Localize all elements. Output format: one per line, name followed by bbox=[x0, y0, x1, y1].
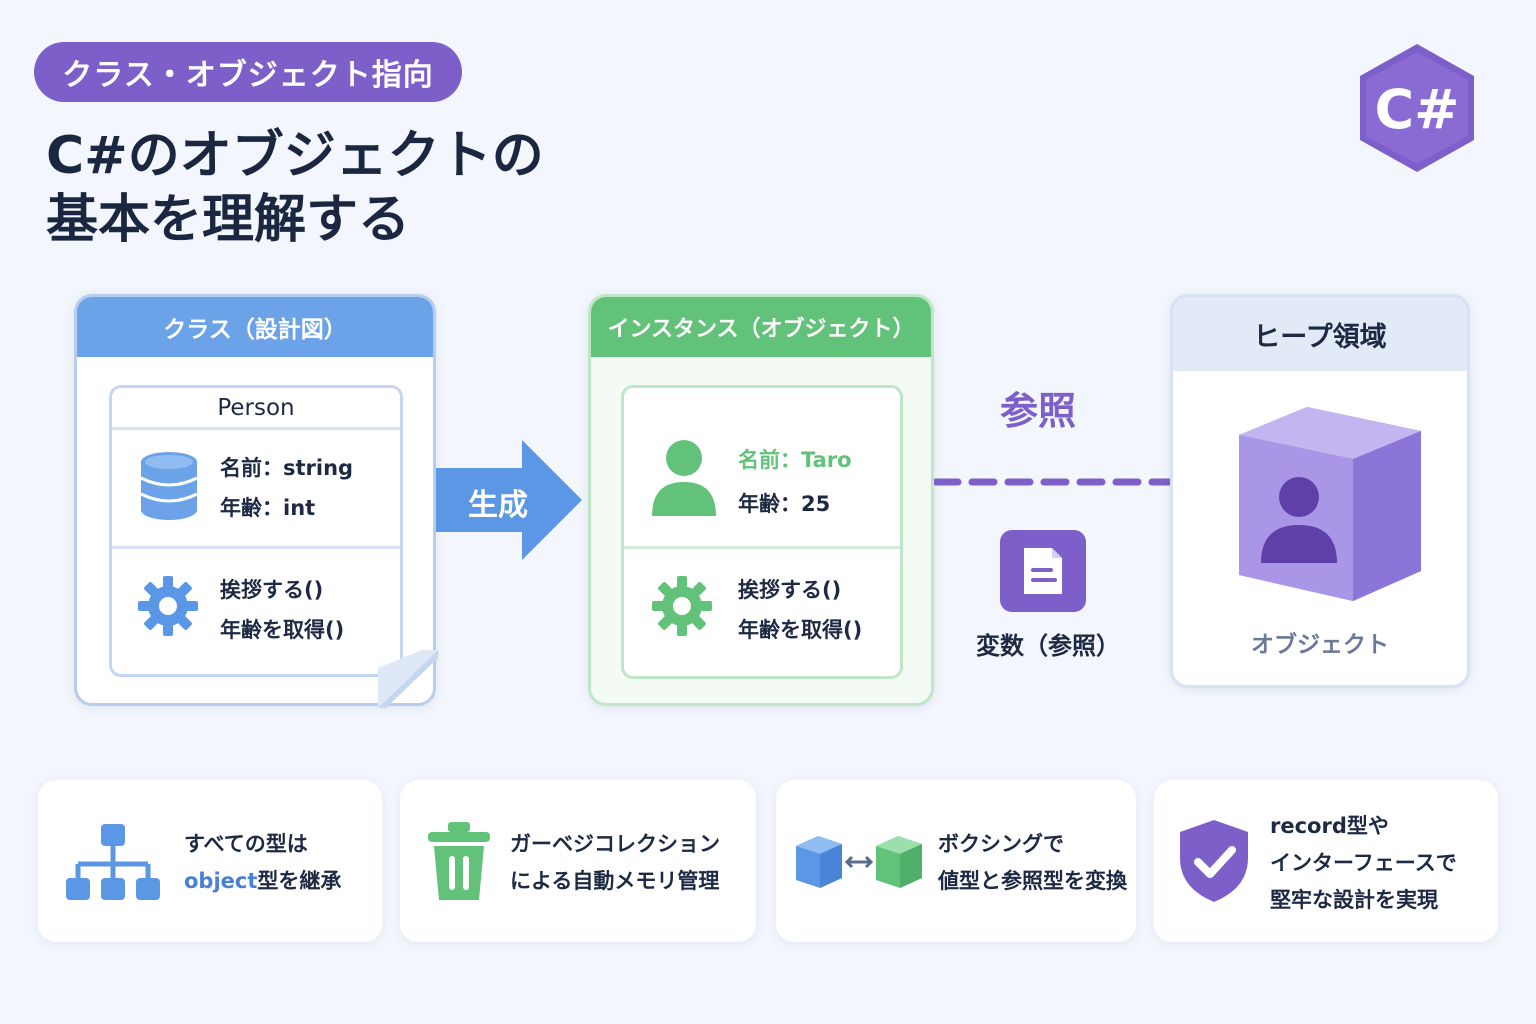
variable-icon bbox=[1000, 530, 1086, 612]
generate-label: 生成 bbox=[468, 488, 528, 523]
feature-gc-line-2: による自動メモリ管理 bbox=[510, 869, 720, 893]
feature-gc-text: ガーベジコレクション による自動メモリ管理 bbox=[510, 826, 720, 900]
feature-card-gc: ガーベジコレクション による自動メモリ管理 bbox=[400, 780, 756, 942]
feature-inheritance-line-1: すべての型は bbox=[184, 832, 308, 856]
hierarchy-icon bbox=[66, 824, 160, 900]
shield-check-icon bbox=[1180, 820, 1248, 902]
feature-card-inheritance: すべての型は object型を継承 bbox=[38, 780, 382, 942]
class-card: Person 名前：string 年齢：int bbox=[109, 385, 403, 677]
feature-inheritance-line-2: object型を継承 bbox=[184, 863, 341, 900]
feature-record-line-2: インターフェースで bbox=[1270, 851, 1457, 875]
class-field-name: 名前：string bbox=[220, 456, 354, 480]
heap-object-label: オブジェクト bbox=[1251, 632, 1389, 658]
feature-boxing-line-2: 値型と参照型を変換 bbox=[938, 869, 1127, 893]
feature-inheritance-line-2-rest: 型を継承 bbox=[257, 869, 342, 893]
feature-inheritance-text: すべての型は object型を継承 bbox=[184, 826, 341, 900]
page-fold-icon bbox=[378, 650, 438, 708]
feature-record-line-3: 堅牢な設計を実現 bbox=[1270, 888, 1438, 912]
instance-field-name: 名前：Taro bbox=[738, 448, 852, 472]
class-method-get-age: 年齢を取得() bbox=[220, 618, 345, 642]
instance-card: 名前：Taro 年齢：25 挨拶する() 年齢を取得() bbox=[621, 385, 903, 679]
csharp-logo-icon: C# bbox=[1360, 44, 1474, 172]
generate-arrow bbox=[436, 440, 582, 560]
instance-panel: インスタンス（オブジェクト） 名前：Taro 年齢：25 挨拶する() 年齢を bbox=[588, 294, 934, 706]
category-tag: クラス・オブジェクト指向 bbox=[34, 42, 462, 102]
instance-method-greet: 挨拶する() bbox=[738, 578, 842, 602]
instance-panel-title: インスタンス（オブジェクト） bbox=[591, 297, 931, 357]
database-icon bbox=[140, 452, 198, 520]
instance-card-divider bbox=[624, 546, 900, 549]
class-name: Person bbox=[112, 388, 400, 430]
feature-card-boxing: ボクシングで 値型と参照型を変換 bbox=[776, 780, 1136, 942]
object-keyword: object bbox=[184, 869, 258, 893]
document-icon bbox=[1024, 548, 1062, 594]
heap-panel: ヒープ領域 オブジェクト bbox=[1170, 294, 1470, 688]
feature-record-line-1: record型や bbox=[1270, 814, 1389, 838]
heap-panel-title: ヒープ領域 bbox=[1173, 297, 1467, 371]
page-title-line-2: 基本を理解する bbox=[46, 190, 411, 250]
feature-record-text: record型や インターフェースで 堅牢な設計を実現 bbox=[1270, 808, 1457, 919]
class-panel: クラス（設計図） Person 名前：string 年齢：int bbox=[74, 294, 436, 706]
csharp-logo-text: C# bbox=[1375, 78, 1460, 141]
instance-field-age: 年齢：25 bbox=[738, 492, 831, 516]
user-icon bbox=[652, 440, 716, 516]
gear-icon bbox=[138, 576, 198, 636]
feature-gc-line-1: ガーベジコレクション bbox=[510, 832, 720, 856]
feature-card-record: record型や インターフェースで 堅牢な設計を実現 bbox=[1154, 780, 1498, 942]
class-panel-title: クラス（設計図） bbox=[77, 297, 433, 357]
trash-icon bbox=[428, 822, 490, 900]
feature-boxing-text: ボクシングで 値型と参照型を変換 bbox=[938, 826, 1127, 900]
class-method-greet: 挨拶する() bbox=[220, 578, 324, 602]
reference-label: 参照 bbox=[1000, 389, 1077, 433]
class-card-divider bbox=[112, 546, 400, 549]
page-title-line-1: C#のオブジェクトの bbox=[46, 126, 544, 186]
instance-method-get-age: 年齢を取得() bbox=[738, 618, 863, 642]
page-title: C#のオブジェクトの 基本を理解する bbox=[46, 124, 666, 252]
boxing-cubes-icon bbox=[796, 836, 922, 888]
variable-label: 変数（参照） bbox=[976, 632, 1120, 660]
feature-boxing-line-1: ボクシングで bbox=[938, 832, 1064, 856]
object-cube-icon bbox=[1239, 407, 1421, 601]
gear-icon bbox=[652, 576, 712, 636]
class-field-age: 年齢：int bbox=[220, 496, 316, 520]
